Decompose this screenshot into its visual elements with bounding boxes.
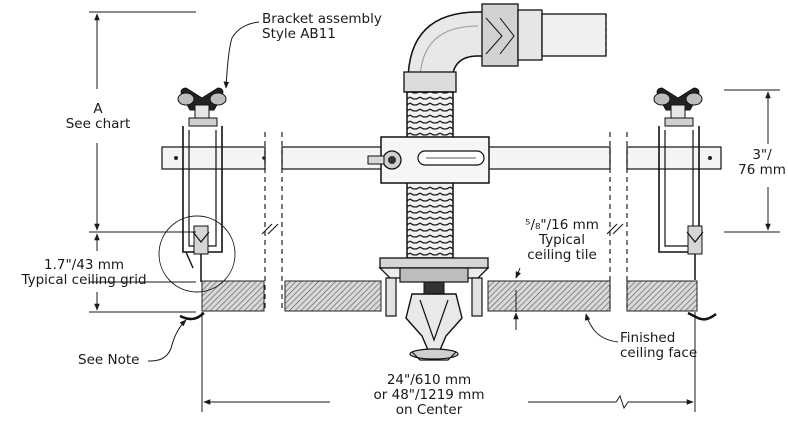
bracket-assembly-label: Bracket assembly Style AB11 <box>262 12 382 42</box>
ceiling-grid-line2: Typical ceiling grid <box>21 272 147 288</box>
dimension-a-line2: See chart <box>65 116 131 132</box>
right-bracket-assembly <box>653 87 704 280</box>
finished-ceiling-label: Finished ceiling face <box>620 331 697 361</box>
bracket-assembly-line2: Style AB11 <box>262 26 336 42</box>
hose-clamp-bracket <box>367 136 490 184</box>
break-marks <box>261 132 628 310</box>
ceiling-tiles <box>201 280 698 312</box>
dimension-3in-label: 3"/ 76 mm <box>736 148 788 178</box>
ceiling-tile-center-right <box>487 280 611 312</box>
dimension-lines <box>89 11 780 412</box>
finished-ceiling-line1: Finished <box>620 330 676 346</box>
on-center-line2: or 48"/1219 mm <box>373 387 485 403</box>
dimension-a-line1: A <box>93 101 103 117</box>
dimension-3in-line1: 3"/ <box>752 147 772 163</box>
on-center-line1: 24"/610 mm <box>386 372 472 388</box>
leader-lines <box>147 21 619 362</box>
left-bracket-assembly <box>177 87 227 282</box>
see-note-label: See Note <box>78 353 139 368</box>
ceiling-grid-tee <box>179 312 205 321</box>
on-center-line3: on Center <box>395 402 463 418</box>
ceiling-tile-line2: Typical <box>539 232 585 248</box>
ceiling-tile-right <box>626 280 698 312</box>
finished-ceiling-line2: ceiling face <box>620 345 698 361</box>
dimension-3in-line2: 76 mm <box>738 162 786 178</box>
dimension-a-label: A See chart <box>60 102 136 132</box>
sprinkler-head <box>378 257 490 361</box>
ceiling-grid-line1: 1.7"/43 mm <box>44 257 124 273</box>
ceiling-grid-label: 1.7"/43 mm Typical ceiling grid <box>4 258 164 288</box>
ceiling-grid-tee-right <box>687 311 717 321</box>
ceiling-tile-center-left <box>284 280 382 312</box>
pipe-elbow-fitting <box>403 3 607 93</box>
bracket-assembly-line1: Bracket assembly <box>262 11 382 27</box>
ceiling-tile-label: ⁵/₈"/16 mm Typical ceiling tile <box>514 218 610 263</box>
ceiling-tile-line3: ceiling tile <box>527 247 597 263</box>
ceiling-tile-line1: ⁵/₈"/16 mm <box>525 217 599 233</box>
ceiling-tile-left <box>201 280 265 312</box>
on-center-label: 24"/610 mm or 48"/1219 mm on Center <box>330 373 528 418</box>
see-note-text: See Note <box>78 352 140 368</box>
